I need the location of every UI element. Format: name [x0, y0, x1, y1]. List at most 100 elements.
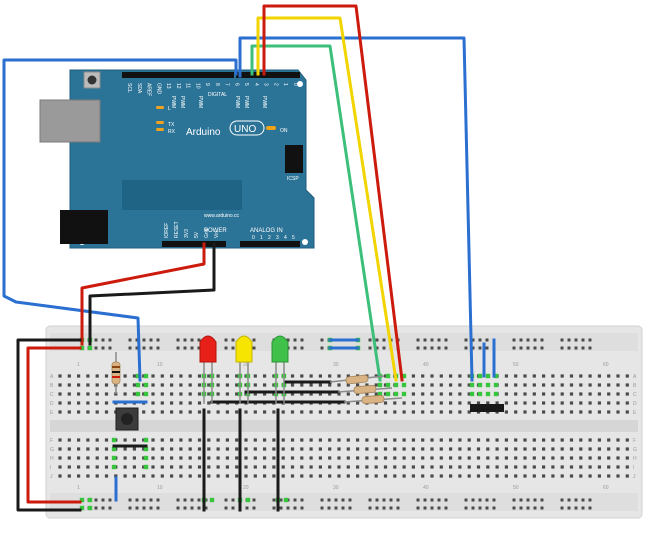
breadboard-hole	[588, 392, 592, 396]
rail-hole	[423, 498, 427, 502]
breadboard-hole	[114, 474, 118, 478]
rail-hole	[320, 506, 324, 510]
breadboard-hole	[458, 410, 462, 414]
digital-header-left	[122, 72, 234, 78]
breadboard-hole	[504, 401, 508, 405]
breadboard-hole	[542, 465, 546, 469]
rail-hole	[492, 506, 496, 510]
breadboard-hole	[244, 474, 248, 478]
breadboard-hole	[588, 456, 592, 460]
breadboard-hole	[253, 374, 257, 378]
rail-hole	[320, 338, 324, 342]
rail-hole	[478, 506, 482, 510]
power-pin-label: RESET	[174, 221, 180, 238]
power-pin-label: 3V3	[184, 229, 190, 238]
breadboard-hole	[346, 392, 350, 396]
breadboard-hole	[104, 438, 109, 442]
connected-hole	[401, 382, 407, 388]
breadboard-hole	[337, 383, 341, 387]
yellow-wire[interactable]	[256, 16, 398, 382]
rail-hole	[444, 506, 448, 510]
breadboard-hole	[86, 456, 90, 460]
breadboard-hole	[467, 465, 471, 469]
power-pin-label: IOREF	[164, 223, 170, 238]
black-wire-gnd[interactable]	[88, 242, 216, 346]
breadboard-hole	[542, 392, 546, 396]
breadboard-hole	[151, 401, 155, 405]
blue-wire-left-loop[interactable]	[2, 58, 238, 382]
breadboard-hole	[132, 374, 136, 378]
breadboard-hole	[151, 438, 155, 442]
breadboard-hole	[551, 383, 555, 387]
red-wire-5v[interactable]	[80, 242, 206, 346]
breadboard-hole	[532, 438, 536, 442]
breadboard-hole	[421, 401, 425, 405]
breadboard-hole	[430, 410, 434, 414]
rail-hole	[382, 498, 386, 502]
pushbutton-icon[interactable]	[115, 407, 139, 431]
breadboard-hole	[95, 447, 99, 451]
rail-hole	[437, 338, 441, 342]
resistor-icon[interactable]	[111, 352, 121, 394]
rail-hole	[108, 346, 112, 350]
breadboard-hole	[104, 410, 109, 414]
breadboard-hole	[439, 474, 443, 478]
connected-hole	[135, 373, 141, 379]
blue-wire-right[interactable]	[238, 36, 474, 382]
breadboard-hole	[402, 438, 406, 442]
breadboard-hole	[542, 474, 546, 478]
breadboard-hole	[523, 374, 527, 378]
rail-hole	[560, 506, 564, 510]
breadboard-hole	[132, 438, 136, 442]
breadboard-hole	[616, 383, 620, 387]
rail-hole	[396, 506, 400, 510]
resistor-icon[interactable]	[343, 395, 403, 404]
breadboard-hole	[188, 465, 192, 469]
breadboard-hole	[318, 474, 322, 478]
led-icon[interactable]	[235, 335, 253, 404]
rail-hole	[416, 338, 420, 342]
reset-button-cap	[87, 75, 97, 85]
resistor-icon[interactable]	[329, 374, 385, 385]
mounting-hole	[302, 239, 308, 245]
breadboard-hole	[104, 456, 109, 460]
breadboard-hole	[430, 474, 434, 478]
breadboard-hole	[207, 474, 211, 478]
rail-hole	[101, 346, 105, 350]
red-wire-rail-left[interactable]	[26, 346, 82, 504]
analog-pin-label: 5	[292, 235, 295, 241]
breadboard-hole	[188, 474, 192, 478]
rail-hole	[231, 498, 235, 502]
breadboard-hole	[393, 474, 397, 478]
breadboard-hole	[253, 447, 257, 451]
led-icon[interactable]	[271, 335, 289, 404]
breadboard-hole	[86, 474, 90, 478]
rail-hole	[382, 506, 386, 510]
connected-hole	[485, 382, 491, 388]
breadboard-hole	[290, 456, 295, 460]
resistor-icon[interactable]	[337, 385, 393, 394]
rail-hole	[389, 498, 393, 502]
breadboard-hole	[560, 374, 564, 378]
black-wire-rail-left[interactable]	[16, 338, 82, 512]
rail-hole	[128, 506, 132, 510]
led-icon[interactable]	[199, 335, 217, 404]
rail-hole	[519, 506, 523, 510]
breadboard-hole	[132, 465, 136, 469]
rail-hole	[101, 338, 105, 342]
breadboard-hole	[467, 392, 471, 396]
breadboard-hole	[160, 447, 164, 451]
breadboard-center-channel	[50, 420, 638, 432]
green-wire[interactable]	[250, 44, 382, 382]
breadboard-hole	[86, 447, 90, 451]
rail-hole	[416, 506, 420, 510]
red-wire-top[interactable]	[262, 4, 404, 382]
breadboard-hole	[151, 465, 155, 469]
connected-hole	[477, 391, 483, 397]
rail-hole	[512, 506, 516, 510]
breadboard-hole	[104, 374, 109, 378]
rail-hole	[533, 506, 537, 510]
connected-hole	[401, 373, 407, 379]
breadboard-hole	[616, 465, 620, 469]
breadboard-hole	[77, 438, 81, 442]
